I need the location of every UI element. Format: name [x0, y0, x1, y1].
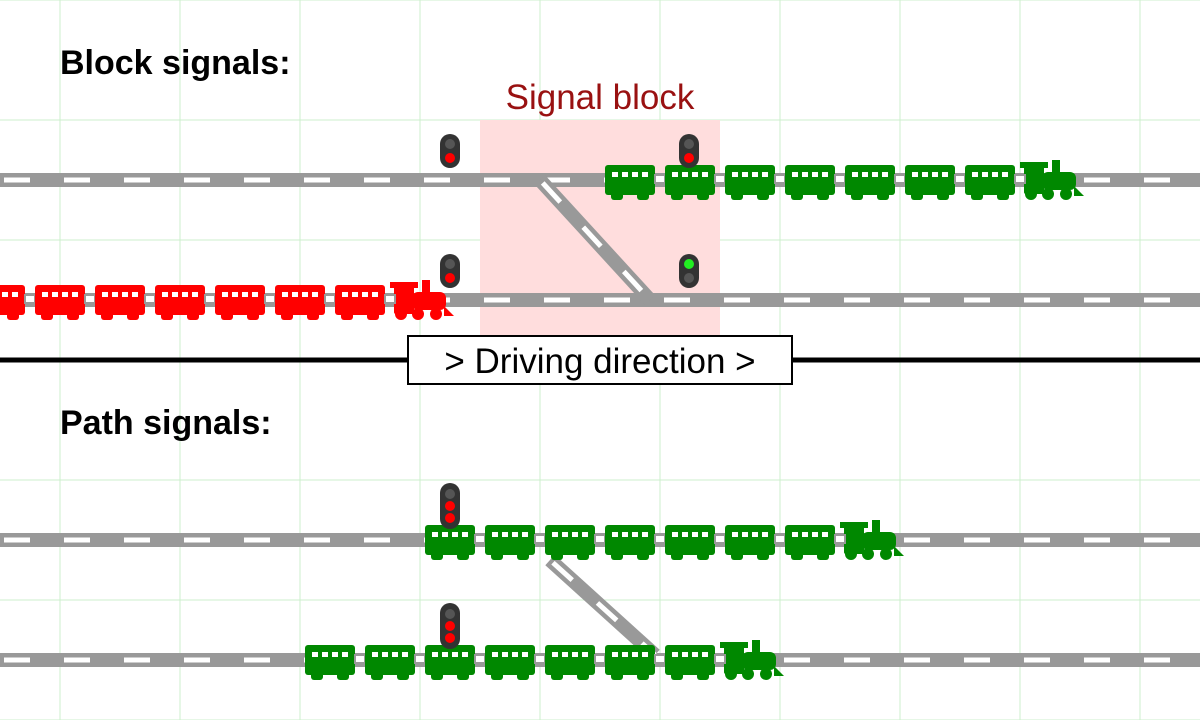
signal-light-top [445, 609, 455, 619]
signal-light-top [445, 259, 455, 269]
train-car [664, 644, 726, 681]
train-car [154, 284, 216, 321]
signal-block-label: Signal block [506, 78, 695, 117]
train-car [364, 644, 426, 681]
locomotive [1020, 160, 1084, 200]
train-car [544, 524, 606, 561]
block-signals-title: Block signals: [60, 44, 291, 82]
block-crossover-track [534, 175, 656, 305]
train-car [844, 164, 906, 201]
path-crossover-track [545, 554, 660, 661]
signal-light-bottom [445, 153, 455, 163]
train-car [274, 284, 336, 321]
block-upper-entry-signal [440, 134, 460, 168]
signal-light-top [684, 139, 694, 149]
path-signals-title: Path signals: [60, 404, 272, 442]
train-car [214, 284, 276, 321]
train-car [724, 164, 786, 201]
signal-light-bottom [684, 273, 694, 283]
signal-light-top [445, 489, 455, 499]
train-car [94, 284, 156, 321]
train-car [334, 284, 396, 321]
signal-light-top [445, 139, 455, 149]
train-car [424, 524, 486, 561]
path-lower-signal [440, 603, 460, 649]
train-car [724, 524, 786, 561]
train-car [544, 644, 606, 681]
signal-light-top [684, 259, 694, 269]
locomotive [840, 520, 904, 560]
signal-light-bottom [445, 633, 455, 643]
train [0, 280, 454, 321]
train-car [484, 644, 546, 681]
train-car [664, 524, 726, 561]
train-car [784, 524, 846, 561]
train [424, 520, 904, 561]
train [604, 160, 1084, 201]
signal-light-bottom [445, 513, 455, 523]
train-car [964, 164, 1026, 201]
signal-light-middle [445, 621, 455, 631]
locomotive [720, 640, 784, 680]
train-car [424, 644, 486, 681]
signal-light-bottom [684, 153, 694, 163]
signal-light-bottom [445, 273, 455, 283]
block-lower-exit-signal [679, 254, 699, 288]
driving-direction-label: > Driving direction > [444, 342, 755, 381]
train-car [304, 644, 366, 681]
train-car [604, 524, 666, 561]
block-upper-exit-signal [679, 134, 699, 168]
train-car [484, 524, 546, 561]
train-car [904, 164, 966, 201]
block-lower-entry-signal [440, 254, 460, 288]
train-car [784, 164, 846, 201]
train-car [34, 284, 96, 321]
signals [440, 134, 699, 649]
path-upper-signal [440, 483, 460, 529]
train [304, 640, 784, 681]
train-car [0, 284, 36, 321]
driving-direction-box [407, 335, 793, 385]
signal-light-middle [445, 501, 455, 511]
